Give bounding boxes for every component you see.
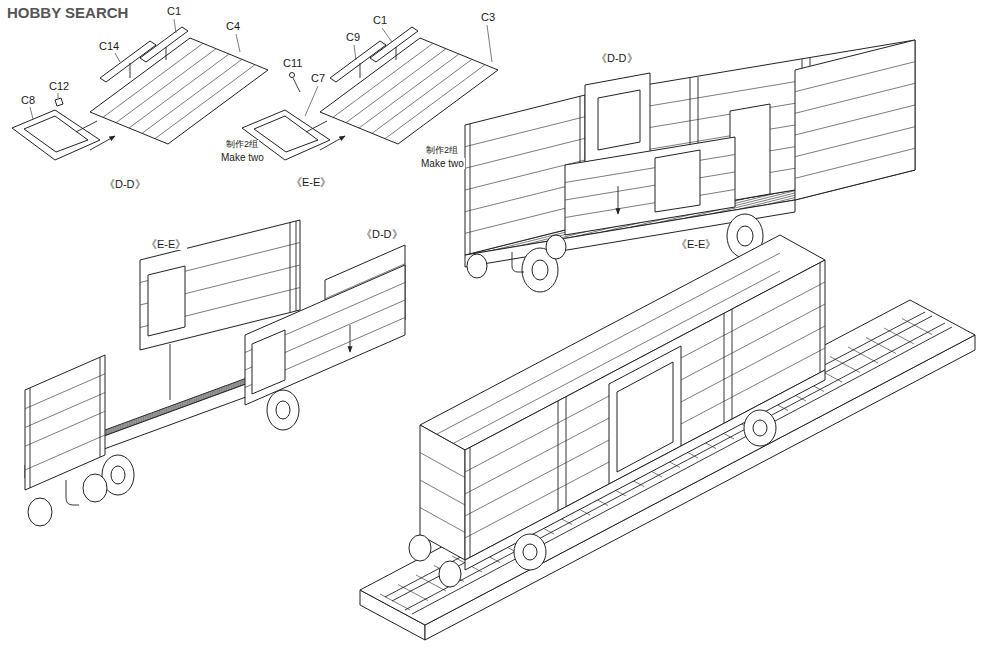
note: 制作2组 bbox=[225, 140, 259, 150]
buffer bbox=[28, 498, 52, 526]
side-door bbox=[609, 346, 681, 484]
panel-door bbox=[655, 150, 700, 212]
assembly-arrows bbox=[170, 325, 350, 400]
sleepers bbox=[380, 319, 932, 611]
panel-stake bbox=[290, 221, 296, 312]
wagon-left bbox=[25, 220, 405, 526]
part-number: C14 bbox=[98, 40, 120, 52]
buffer bbox=[83, 474, 107, 502]
coupling-hook bbox=[66, 480, 79, 505]
wheel-hub bbox=[111, 466, 125, 484]
wall-planks bbox=[420, 453, 465, 533]
leader-lines bbox=[30, 19, 240, 119]
side-panel-ee bbox=[140, 220, 300, 350]
panel-planks bbox=[565, 155, 735, 218]
view-label: 《E-E》 bbox=[145, 238, 187, 250]
buffer bbox=[409, 535, 431, 561]
side-door bbox=[730, 104, 770, 201]
frame-inner bbox=[254, 116, 318, 152]
note: Make two bbox=[220, 152, 265, 163]
part-number: C3 bbox=[480, 11, 496, 23]
note: Make two bbox=[420, 158, 465, 169]
pin-part bbox=[293, 78, 300, 92]
frame-inner bbox=[24, 116, 88, 152]
frame-part bbox=[12, 110, 100, 160]
view-label: 《E-E》 bbox=[675, 238, 717, 250]
side-sill bbox=[465, 370, 825, 570]
wheel-hub bbox=[523, 544, 537, 560]
side-panel-ee bbox=[565, 137, 735, 235]
wagon-top-right bbox=[465, 40, 915, 292]
wall-planks bbox=[795, 62, 915, 179]
view-label: 《D-D》 bbox=[360, 228, 404, 240]
note: 制作2组 bbox=[425, 146, 459, 156]
wheel-hub bbox=[737, 226, 753, 246]
panel-window bbox=[598, 90, 640, 150]
wheel-hub bbox=[532, 260, 548, 280]
front-end-wall bbox=[25, 355, 105, 490]
strip-part bbox=[370, 27, 418, 62]
view-label: 《D-D》 bbox=[103, 178, 147, 190]
part-number: C1 bbox=[372, 14, 388, 26]
wall-planks bbox=[25, 374, 105, 470]
buffer bbox=[467, 254, 487, 278]
floor-board bbox=[90, 38, 268, 144]
panel-window bbox=[148, 266, 185, 336]
part-number: C12 bbox=[48, 80, 70, 92]
wagon-on-base bbox=[360, 235, 975, 640]
part-number: C1 bbox=[166, 5, 182, 17]
strip-part bbox=[330, 41, 386, 82]
part-number: C8 bbox=[20, 94, 36, 106]
coupling-hook bbox=[512, 252, 524, 272]
assembly-arrows bbox=[306, 47, 396, 150]
part-number: C11 bbox=[282, 57, 303, 69]
buffer bbox=[546, 235, 566, 259]
wheel-hub bbox=[276, 401, 290, 419]
assembly-arrow bbox=[618, 186, 619, 214]
wheel-hub bbox=[753, 420, 767, 436]
assembly-arrows bbox=[76, 47, 166, 150]
wheel bbox=[267, 390, 299, 430]
part-number: C4 bbox=[225, 20, 241, 32]
wheel bbox=[514, 534, 546, 570]
near-side-wall bbox=[465, 260, 825, 560]
board-planks bbox=[103, 43, 255, 138]
small-part bbox=[55, 98, 63, 106]
watermark: HOBBY SEARCH bbox=[6, 5, 129, 22]
parts-group-ee bbox=[242, 25, 498, 160]
view-label: 《E-E》 bbox=[290, 176, 332, 188]
view-label: 《D-D》 bbox=[595, 52, 639, 64]
part-number: C9 bbox=[345, 31, 361, 43]
corner-stakes bbox=[30, 357, 100, 488]
pin-head bbox=[290, 73, 295, 78]
wheel bbox=[744, 410, 776, 446]
part-number: C7 bbox=[310, 72, 326, 84]
panel-door bbox=[252, 330, 285, 394]
back-end-wall bbox=[795, 40, 915, 200]
corner-stakes bbox=[470, 96, 580, 254]
wall-planks bbox=[465, 282, 825, 538]
strip-part bbox=[140, 27, 188, 62]
leader-lines bbox=[305, 25, 492, 116]
parts-group-dd bbox=[12, 19, 268, 160]
buffer bbox=[439, 561, 461, 587]
